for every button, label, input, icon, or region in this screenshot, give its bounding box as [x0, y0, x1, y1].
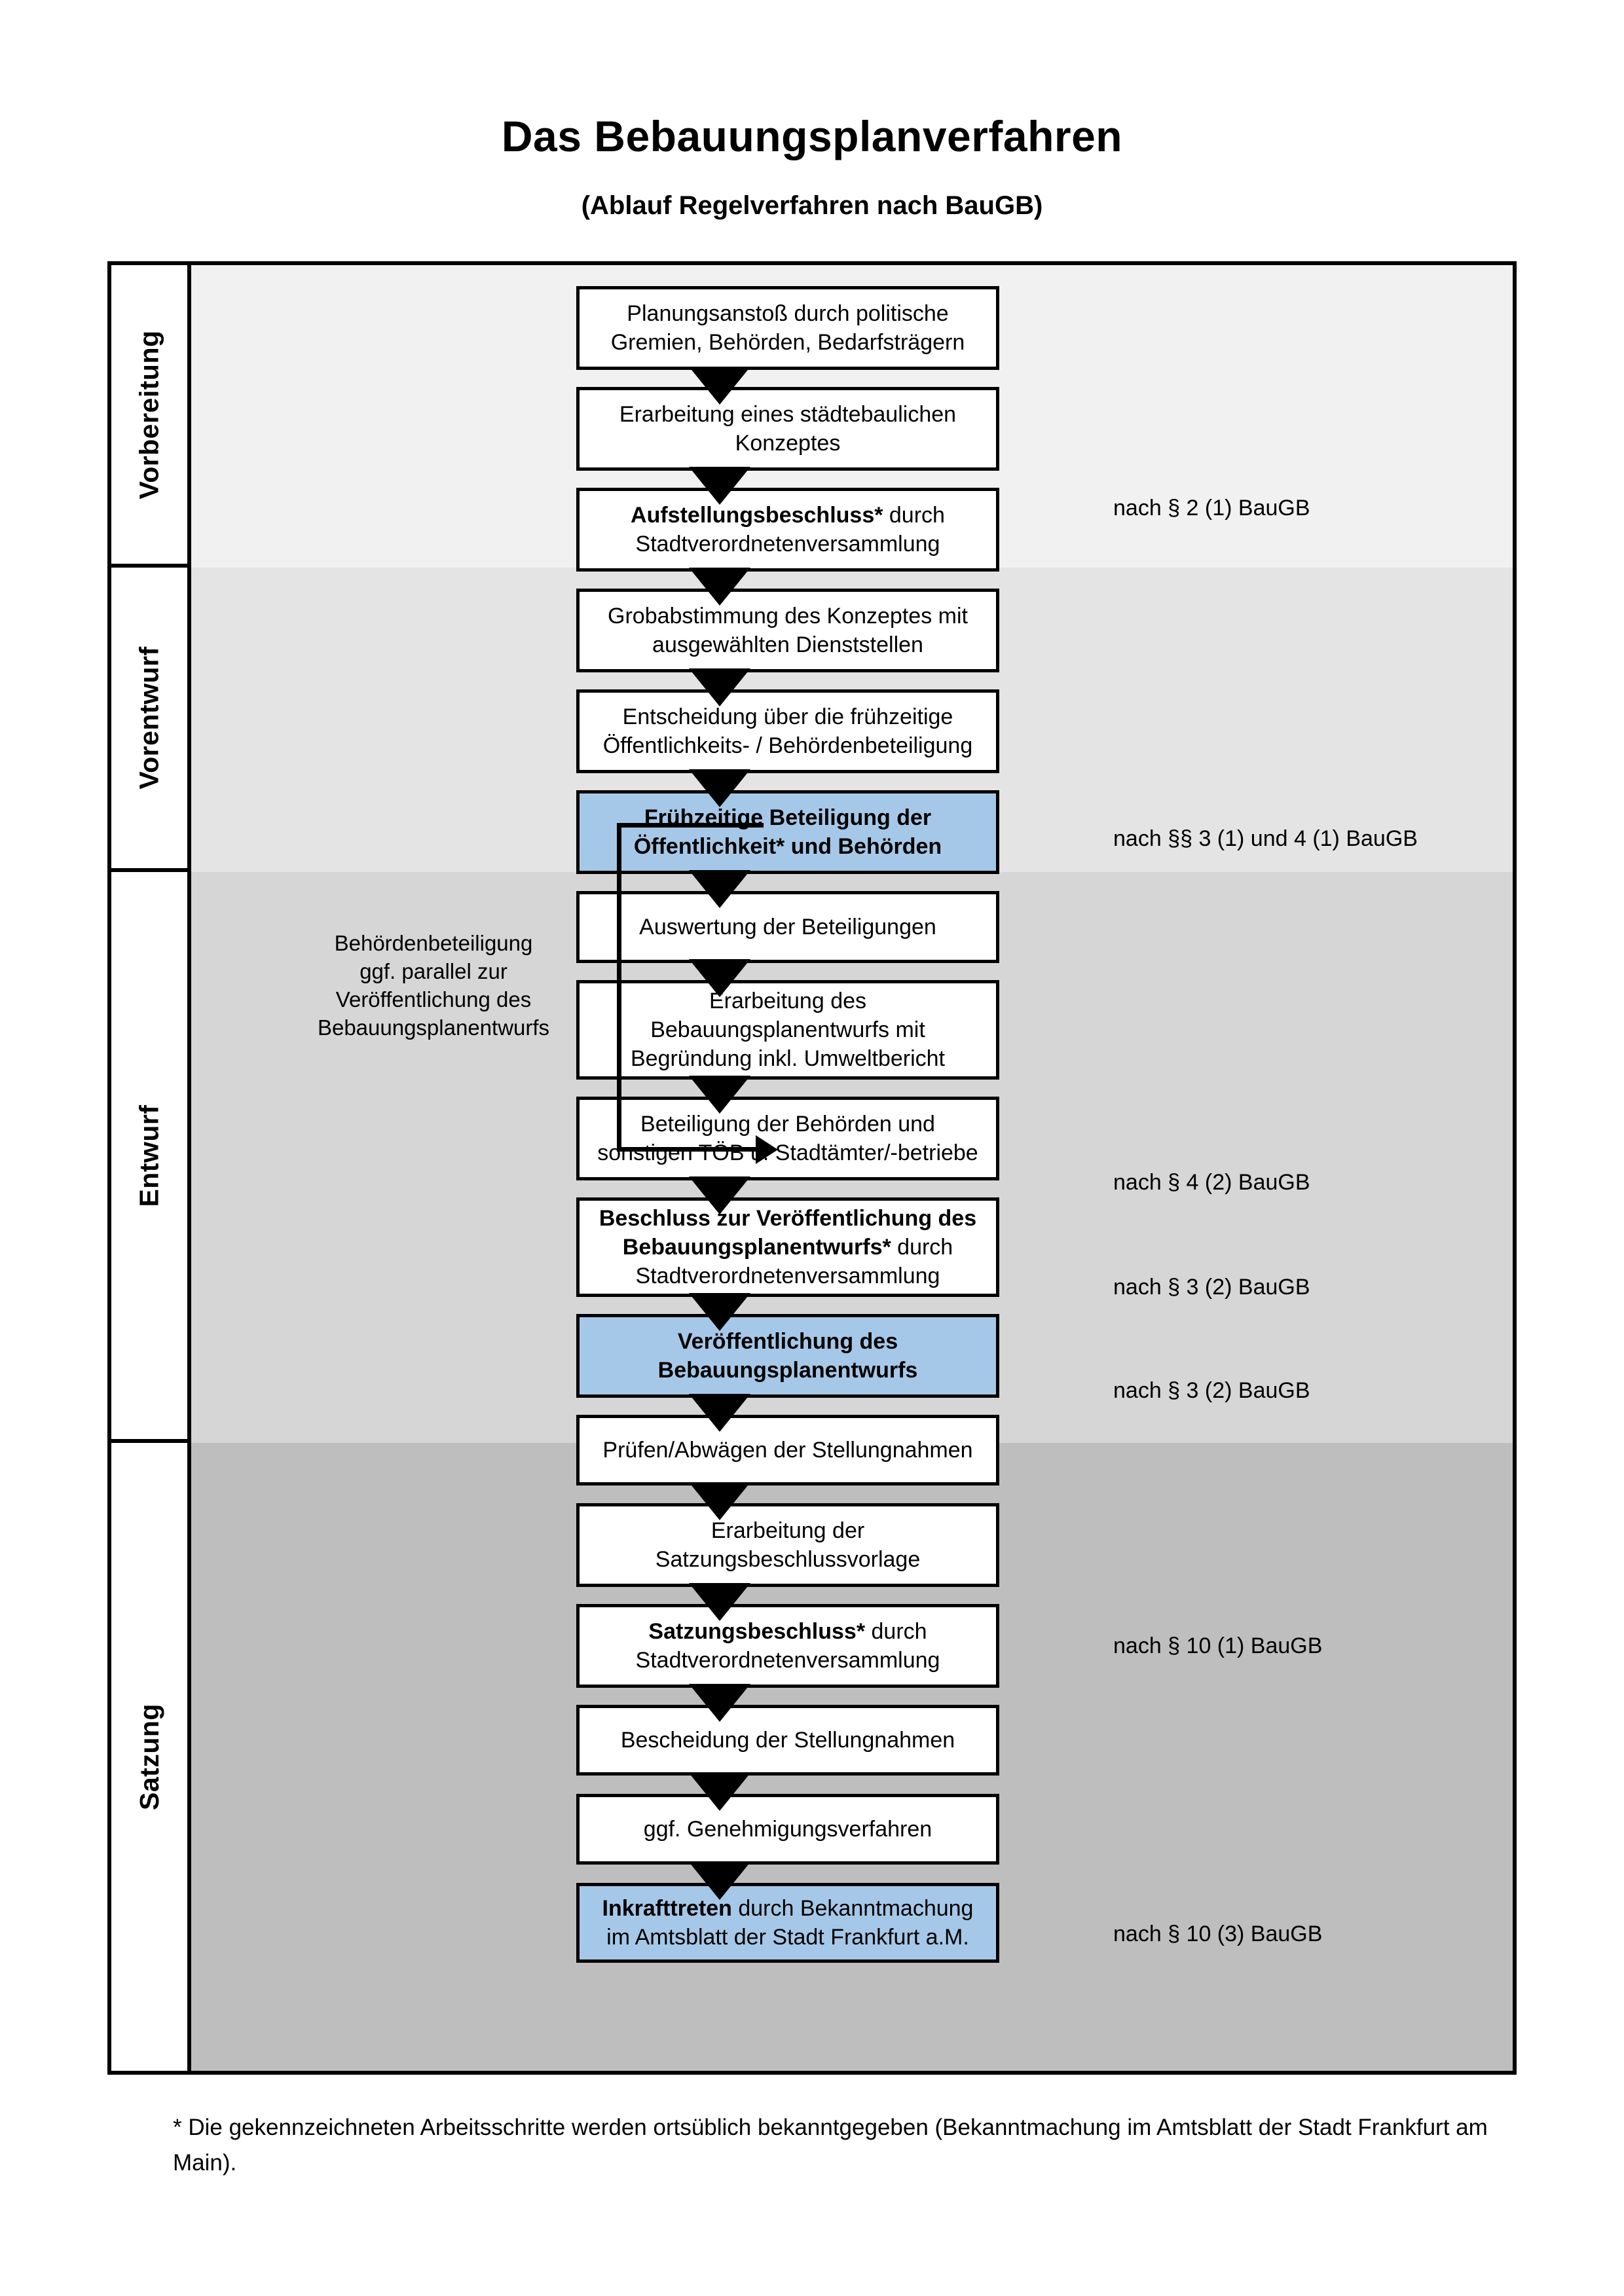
flow-node-bold-part: Inkrafttreten: [602, 1895, 732, 1921]
page-subtitle: (Ablauf Regelverfahren nach BauGB): [581, 191, 1043, 220]
arrow-n16-n17: [689, 1862, 750, 1900]
loop-segment-left: [617, 823, 621, 1152]
arrow-n8-n9: [689, 1076, 750, 1114]
footnote: * Die gekennzeichneten Arbeitsschritte w…: [173, 2115, 1488, 2176]
arrow-n13-n14: [689, 1583, 750, 1621]
section-label-text: Vorentwurf: [134, 646, 164, 790]
arrow-n2-n3: [689, 467, 750, 505]
legal-ref-par3-2-a: nach § 3 (2) BauGB: [1113, 1275, 1310, 1300]
arrow-n3-n4: [689, 568, 750, 606]
flow-node-line1: Veröffentlichung des: [677, 1328, 898, 1354]
section-label-vorentwurf: Vorentwurf: [111, 568, 187, 872]
arrow-n1-n2: [689, 367, 750, 405]
side-note-line2: ggf. parallel zur: [360, 958, 507, 983]
arrow-n5-n6: [689, 769, 750, 807]
flow-node-label: ggf. Genehmigungsverfahren: [643, 1816, 932, 1842]
legal-ref-par10-1: nach § 10 (1) BauGB: [1113, 1633, 1323, 1658]
side-note-behoerdenbeteiligung: Behördenbeteiligung ggf. parallel zur Ve…: [293, 930, 574, 1042]
arrow-n11-n12: [689, 1394, 750, 1432]
flow-node-bescheidung-stellungnahmen[interactable]: Bescheidung der Stellungnahmen: [576, 1705, 999, 1776]
arrow-n9-n10: [689, 1176, 750, 1214]
flow-node-genehmigungsverfahren[interactable]: ggf. Genehmigungsverfahren: [576, 1794, 999, 1865]
flow-node-label: Auswertung der Beteiligungen: [639, 914, 936, 939]
loop-segment-top: [617, 823, 764, 828]
flow-node-label: Prüfen/Abwägen der Stellungnahmen: [602, 1437, 973, 1463]
legal-ref-par3-1-4-1: nach §§ 3 (1) und 4 (1) BauGB: [1113, 826, 1418, 851]
flow-node-pruefen-abwaegen[interactable]: Prüfen/Abwägen der Stellungnahmen: [576, 1415, 999, 1485]
loop-arrowhead-icon: [756, 1135, 778, 1164]
flow-node-auswertung-beteiligungen[interactable]: Auswertung der Beteiligungen: [576, 891, 999, 963]
section-label-text: Vorbereitung: [134, 329, 164, 500]
flow-node-label: Bescheidung der Stellungnahmen: [620, 1727, 955, 1753]
section-label-satzung: Satzung: [111, 1443, 187, 2071]
section-label-rail: Vorbereitung Vorentwurf Entwurf Satzung: [111, 265, 187, 2071]
flow-node-bold-part: Satzungsbeschluss*: [648, 1618, 866, 1644]
side-note-line3: Veröffentlichung des: [335, 987, 532, 1011]
section-label-vorbereitung: Vorbereitung: [111, 265, 187, 568]
flow-node-line1: Beschluss zur Veröffentlichung des: [599, 1205, 977, 1231]
arrow-n10-n11: [689, 1293, 750, 1331]
legal-ref-par3-2-b: nach § 3 (2) BauGB: [1113, 1378, 1310, 1403]
page-title: Das Bebauungsplanverfahren: [501, 112, 1123, 160]
arrow-n7-n8: [689, 959, 750, 997]
legal-ref-par4-2: nach § 4 (2) BauGB: [1113, 1170, 1310, 1195]
section-label-text: Satzung: [134, 1704, 164, 1810]
flow-node-line2: Öffentlichkeit* und Behörden: [633, 834, 942, 859]
flow-node-bold-part: Aufstellungsbeschluss*: [631, 502, 883, 528]
arrow-n15-n16: [689, 1773, 750, 1811]
arrow-n4-n5: [689, 668, 750, 706]
flowchart-frame: Vorbereitung Vorentwurf Entwurf Satzung: [107, 261, 1517, 2075]
section-label-text: Entwurf: [134, 1104, 164, 1207]
arrow-n14-n15: [689, 1684, 750, 1722]
loop-segment-bottom: [617, 1147, 764, 1152]
legal-ref-par10-3: nach § 10 (3) BauGB: [1113, 1922, 1323, 1946]
flow-node-line2: Bebauungsplanentwurfs*: [622, 1234, 891, 1260]
arrow-n6-n7: [689, 870, 750, 908]
section-label-entwurf: Entwurf: [111, 872, 187, 1443]
legal-ref-par2-1: nach § 2 (1) BauGB: [1113, 496, 1310, 520]
behoerdenbeteiligung-loop-connector: [617, 823, 807, 1164]
side-note-line4: Bebauungsplanentwurfs: [317, 1015, 550, 1040]
arrow-n12-n13: [689, 1482, 750, 1520]
flow-node-line2: Bebauungsplanentwurfs: [657, 1358, 918, 1383]
page-header: Das Bebauungsplanverfahren (Ablauf Regel…: [0, 0, 1624, 221]
side-note-line1: Behördenbeteiligung: [334, 931, 533, 955]
